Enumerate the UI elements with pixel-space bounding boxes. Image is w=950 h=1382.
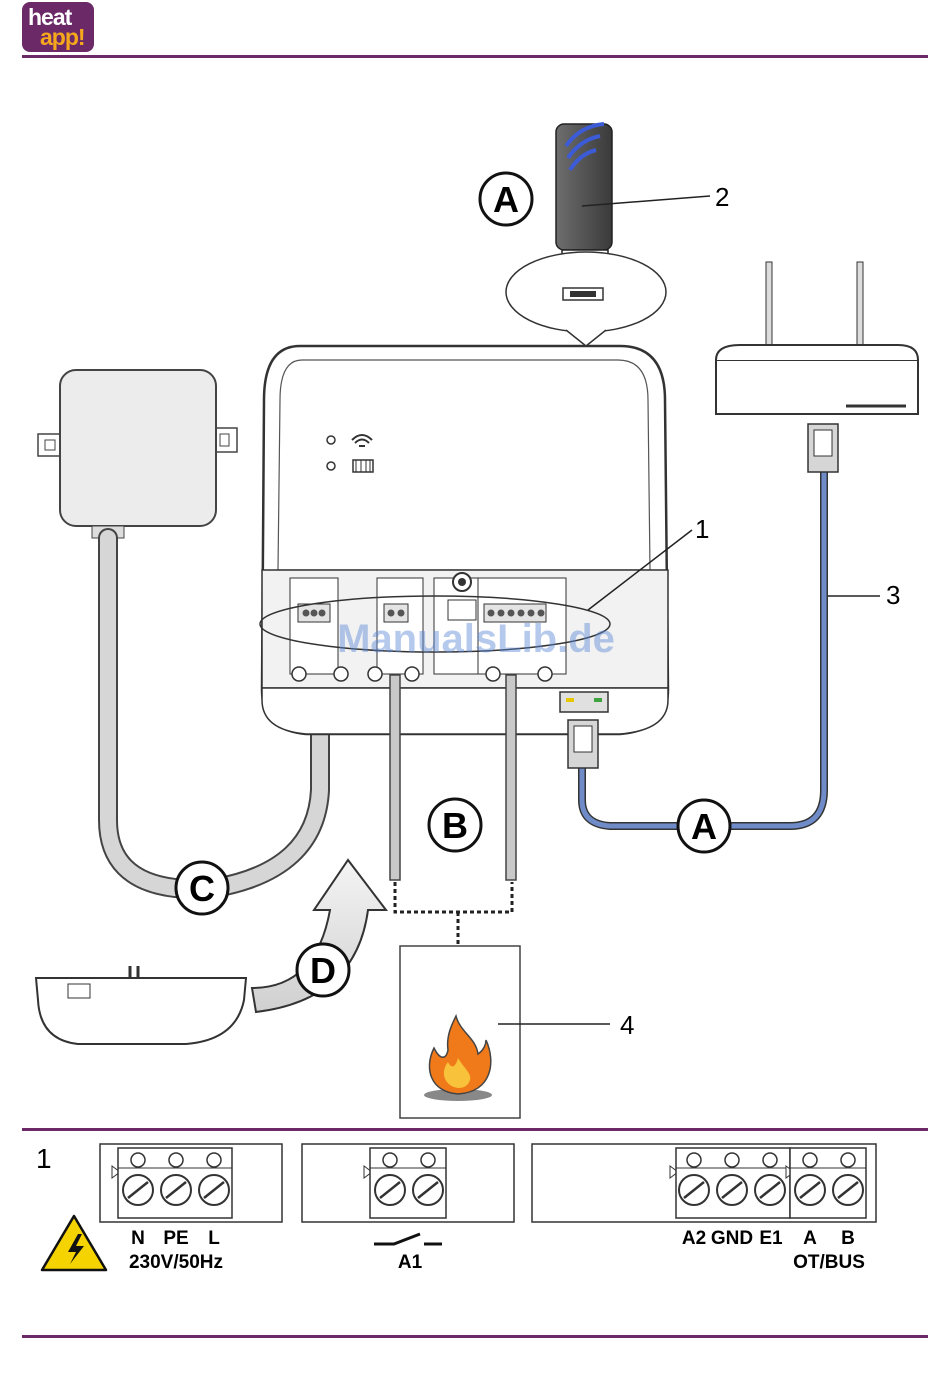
step-a-top: A: [480, 173, 532, 225]
callout-4: 4: [620, 1010, 634, 1040]
step-c: C: [176, 862, 228, 914]
svg-text:B: B: [442, 805, 468, 846]
terminal-label-a: A: [803, 1228, 817, 1249]
boiler: [400, 946, 520, 1118]
terminal-label-pe: PE: [163, 1228, 188, 1249]
svg-text:A: A: [691, 806, 717, 847]
detail-number: 1: [36, 1143, 52, 1174]
gateway-housing: [260, 346, 668, 734]
hazard-warning-icon: [42, 1216, 106, 1270]
terminal-label-a2: A2: [682, 1228, 706, 1249]
callout-2: 2: [715, 182, 729, 212]
rj45-plug-gateway: [568, 720, 598, 768]
callout-1: 1: [695, 514, 709, 544]
step-d: D: [297, 944, 349, 996]
svg-text:C: C: [189, 868, 215, 909]
router: [716, 262, 918, 414]
terminal-label-gnd: GND: [711, 1228, 753, 1249]
usb-port-magnifier: [506, 252, 666, 346]
mains-caption: 230V/50Hz: [129, 1252, 223, 1273]
otbus-caption: OT/BUS: [793, 1252, 865, 1273]
callout-3: 3: [886, 580, 900, 610]
a1-caption: A1: [398, 1252, 423, 1273]
terminal-block-bus: [532, 1144, 876, 1222]
terminal-block-mains: [100, 1144, 282, 1222]
terminal-label-l: L: [208, 1228, 220, 1249]
svg-text:A: A: [493, 179, 519, 220]
svg-text:D: D: [310, 950, 336, 991]
back-cover: [36, 966, 246, 1044]
switch-contact-icon: [374, 1234, 442, 1244]
watermark: ManualsLib.de: [337, 617, 615, 661]
terminal-block-a1: [302, 1144, 514, 1222]
step-b: B: [429, 799, 481, 851]
step-a-bottom: A: [678, 800, 730, 852]
rj45-plug-router: [808, 424, 838, 472]
power-supply-unit: [38, 370, 237, 538]
terminal-label-e1: E1: [759, 1228, 783, 1249]
terminal-label-n: N: [131, 1228, 145, 1249]
terminal-label-b: B: [841, 1228, 855, 1249]
